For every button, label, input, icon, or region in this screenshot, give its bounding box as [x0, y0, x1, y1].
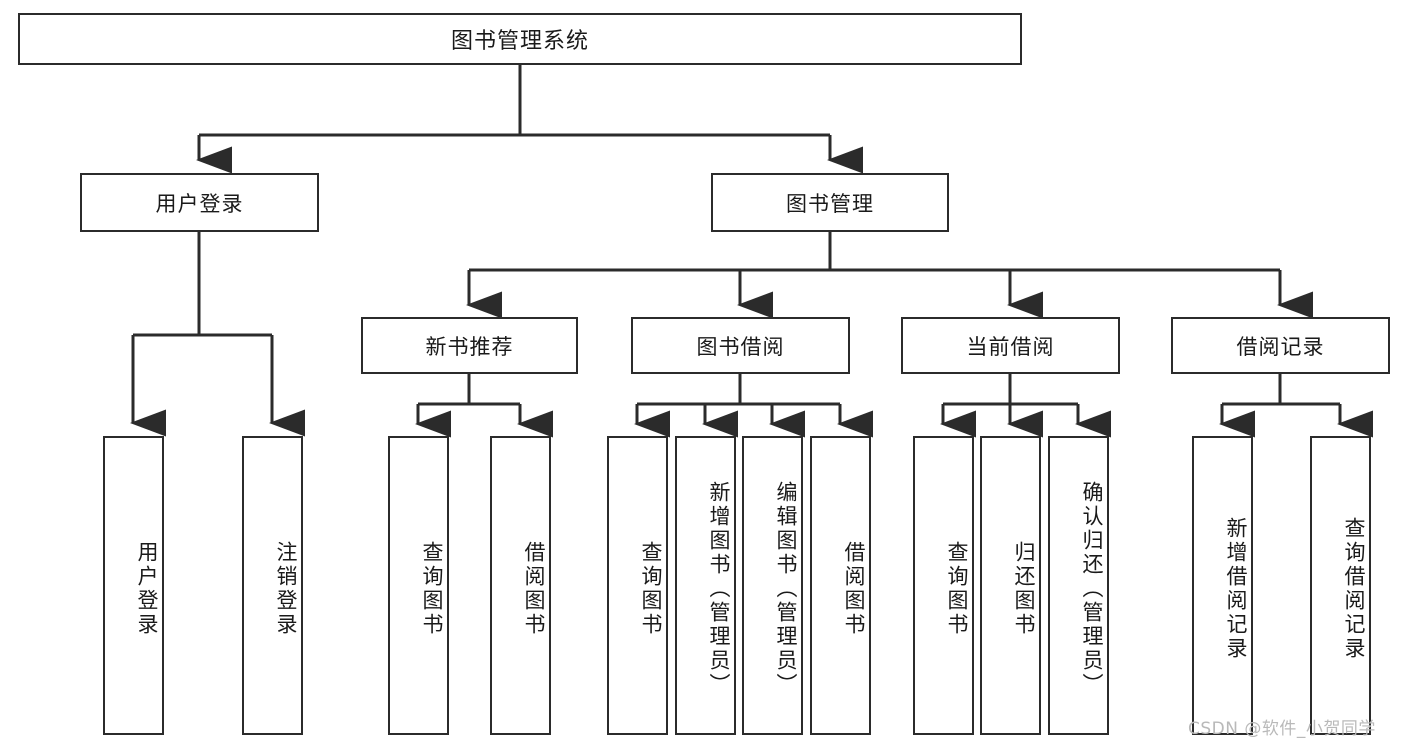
node-leaf-user-logout[interactable]: 注销登录 [242, 436, 303, 735]
node-leaf-rec-query-book[interactable]: 查询图书 [388, 436, 449, 735]
node-book-manage[interactable]: 图书管理 [711, 173, 949, 232]
node-root[interactable]: 图书管理系统 [18, 13, 1022, 65]
node-leaf-cb-return-book[interactable]: 归还图书 [980, 436, 1041, 735]
node-new-book-recommend[interactable]: 新书推荐 [361, 317, 578, 374]
node-borrow-record[interactable]: 借阅记录 [1171, 317, 1390, 374]
node-leaf-cb-query-book[interactable]: 查询图书 [913, 436, 974, 735]
node-leaf-user-login[interactable]: 用户登录 [103, 436, 164, 735]
node-leaf-br-query-record[interactable]: 查询借阅记录 [1310, 436, 1371, 735]
node-user-login[interactable]: 用户登录 [80, 173, 319, 232]
node-leaf-br-add-record[interactable]: 新增借阅记录 [1192, 436, 1253, 735]
csdn-watermark: CSDN @软件_小贺同学 [1188, 719, 1376, 739]
node-current-borrow[interactable]: 当前借阅 [901, 317, 1120, 374]
node-leaf-cb-confirm-return[interactable]: 确认归还（管理员） [1048, 436, 1109, 735]
node-leaf-bb-add-book[interactable]: 新增图书（管理员） [675, 436, 736, 735]
node-leaf-rec-borrow-book[interactable]: 借阅图书 [490, 436, 551, 735]
node-leaf-bb-query-book[interactable]: 查询图书 [607, 436, 668, 735]
node-book-borrow[interactable]: 图书借阅 [631, 317, 850, 374]
node-leaf-bb-borrow-book[interactable]: 借阅图书 [810, 436, 871, 735]
node-leaf-bb-edit-book[interactable]: 编辑图书（管理员） [742, 436, 803, 735]
